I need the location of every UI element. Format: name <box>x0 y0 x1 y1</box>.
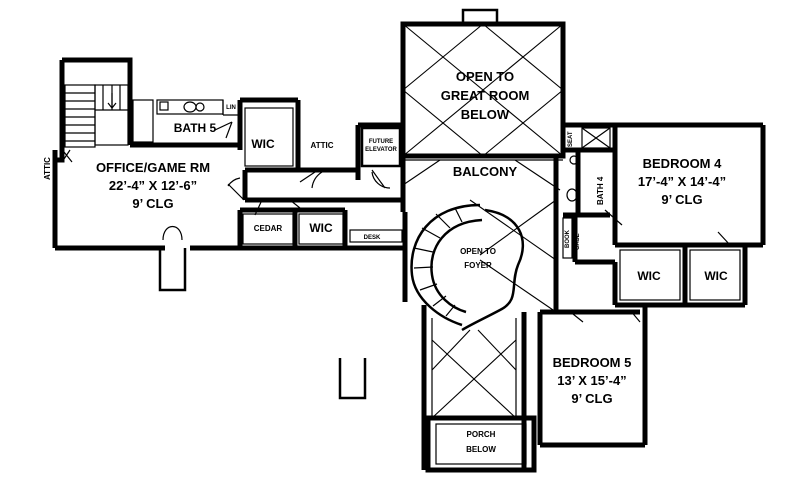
label-porch-1: PORCH <box>467 430 496 439</box>
label-cedar: CEDAR <box>254 224 283 233</box>
foyer-opening <box>402 156 559 313</box>
label-seat: SEAT <box>568 131 574 147</box>
bath5-fixtures <box>132 99 240 143</box>
label-wic-b4-right: WIC <box>704 269 728 283</box>
label-attic-center: ATTIC <box>311 141 334 150</box>
right-wing-walls <box>537 122 766 448</box>
label-future-elevator-2: ELEVATOR <box>365 147 397 153</box>
balcony-area <box>400 155 563 212</box>
office-wing-walls <box>52 57 405 251</box>
label-bath4: BATH 4 <box>596 176 605 205</box>
label-bedroom5: BEDROOM 5 13’ X 15’-4” 9’ CLG <box>553 355 632 406</box>
label-desk: DESK <box>364 235 381 241</box>
label-open-foyer-2: FOYER <box>464 261 492 270</box>
label-balcony: BALCONY <box>453 164 518 179</box>
label-bedroom5-size: 13’ X 15’-4” <box>557 373 626 388</box>
label-bedroom5-clg: 9’ CLG <box>571 391 612 406</box>
label-bedroom4-name: BEDROOM 4 <box>643 156 723 171</box>
label-wic-bath5: WIC <box>251 137 275 151</box>
stair-up <box>64 84 129 148</box>
label-wic-cedar: WIC <box>309 221 333 235</box>
door-swing-office <box>227 177 245 201</box>
label-open-foyer-1: OPEN TO <box>460 247 496 256</box>
label-office-name: OFFICE/GAME RM <box>96 160 210 175</box>
label-open-great-room-1: OPEN TO <box>456 69 514 84</box>
spiral-stair <box>410 203 525 332</box>
wic-cedar-inner <box>298 213 344 245</box>
porch-below <box>425 415 537 473</box>
desk <box>349 229 403 243</box>
label-wic-b4-left: WIC <box>637 269 661 283</box>
wic-bath5-closet <box>244 107 294 167</box>
label-open-great-room-3: BELOW <box>461 107 510 122</box>
cedar-closet-inner <box>242 213 294 245</box>
label-book-case-2: CASE <box>575 233 581 250</box>
office-bay <box>158 225 187 292</box>
label-office-clg: 9’ CLG <box>132 196 173 211</box>
elevator-shaft <box>360 126 402 168</box>
label-bedroom4-size: 17’-4” X 14’-4” <box>638 174 726 189</box>
label-future-elevator-1: FUTURE <box>369 139 393 145</box>
label-bedroom5-name: BEDROOM 5 <box>553 355 632 370</box>
label-office: OFFICE/GAME RM 22’-4” X 12’-6” 9’ CLG <box>96 160 210 211</box>
label-bedroom4-clg: 9’ CLG <box>661 192 702 207</box>
door-swing-attic-left <box>61 149 73 163</box>
right-wing-fixtures <box>562 127 741 323</box>
door-swing-attic <box>299 169 323 189</box>
label-open-great-room-2: GREAT ROOM <box>441 88 530 103</box>
label-open-great-room: OPEN TO GREAT ROOM BELOW <box>441 69 530 122</box>
label-book-case-1: BOOK <box>565 229 571 248</box>
label-lin: LIN <box>226 105 236 111</box>
label-attic-left: ATTIC <box>43 157 52 180</box>
label-office-size: 22’-4” X 12’-6” <box>109 178 197 193</box>
label-bath5: BATH 5 <box>174 121 217 135</box>
lower-gallery <box>421 305 527 470</box>
label-porch-2: BELOW <box>466 445 496 454</box>
post-stub <box>338 358 367 400</box>
label-bedroom4: BEDROOM 4 17’-4” X 14’-4” 9’ CLG <box>638 156 726 207</box>
elevator-door-swing <box>371 169 391 189</box>
door-swing-cedar <box>254 199 306 216</box>
